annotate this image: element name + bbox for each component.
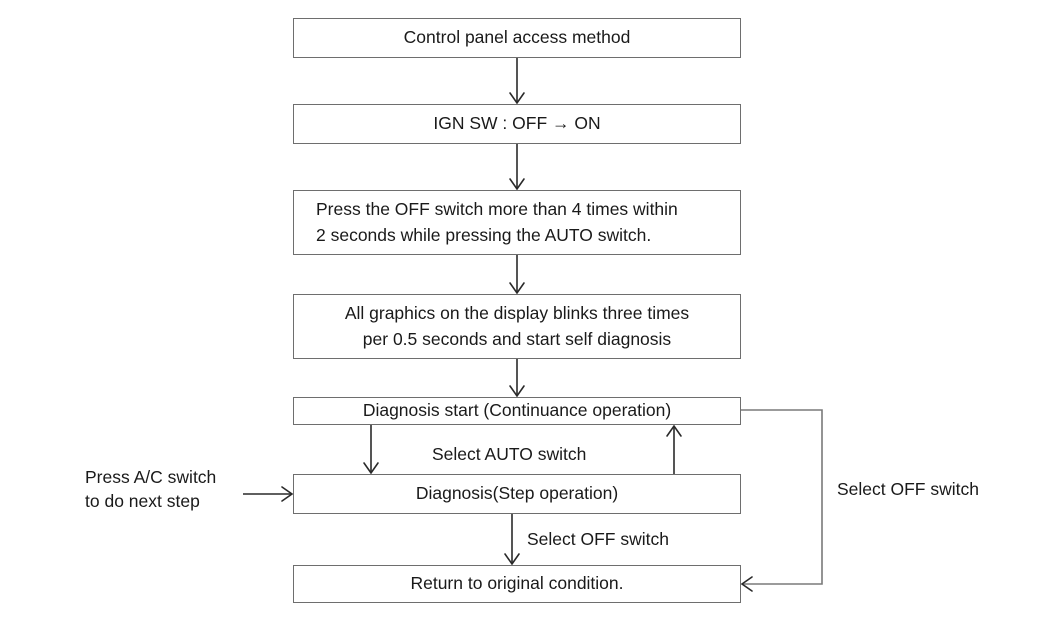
edge-label-select-off-switch-loop: Select OFF switch [837,479,979,499]
edge-label-select-off-switch-step: Select OFF switch [527,529,669,549]
node-return-to-original-condition[interactable]: Return to original condition. [293,565,741,603]
connector-diagnosis-step-to-diagnosis-start-up [666,424,682,474]
node-diagnosis-start[interactable]: Diagnosis start (Continuance operation) [293,397,741,425]
node-press-off-switch[interactable]: Press the OFF switch more than 4 times w… [293,190,741,255]
node-label: Diagnosis start (Continuance operation) [362,400,672,421]
connector-diagnosis-step-to-return [504,514,520,566]
node-control-panel-access-method[interactable]: Control panel access method [293,18,741,58]
connector-all-graphics-to-diagnosis-start [509,359,525,398]
node-all-graphics-blink[interactable]: All graphics on the display blinks three… [293,294,741,359]
node-label: Diagnosis(Step operation) [415,483,619,504]
node-diagnosis-step-operation[interactable]: Diagnosis(Step operation) [293,474,741,514]
connector-control-panel-to-ign-sw [509,58,525,105]
edge-label-select-auto-switch: Select AUTO switch [432,444,587,464]
node-label: Control panel access method [403,27,631,48]
connector-ign-sw-to-press-off-switch [509,144,525,191]
node-label: Press the OFF switch more than 4 times w… [316,199,678,245]
node-label: Return to original condition. [410,573,624,594]
connector-press-ac-switch-to-diagnosis-step [243,486,294,502]
connector-diagnosis-start-loop-to-return [740,409,823,592]
edge-label-press-ac-switch: Press A/C switch to do next step [85,467,217,511]
connector-press-off-switch-to-all-graphics [509,255,525,295]
node-ign-sw-off-on[interactable]: IGN SW : OFF → ON [293,104,741,144]
node-label: All graphics on the display blinks three… [344,303,690,349]
node-label: IGN SW : OFF → ON [433,113,601,134]
connector-diagnosis-start-to-diagnosis-step [363,425,379,475]
